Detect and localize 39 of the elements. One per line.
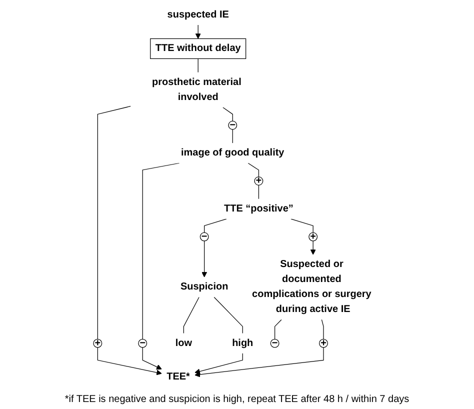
node-text: low [175, 338, 192, 348]
arrow [97, 347, 162, 376]
node-text: high [232, 338, 254, 348]
node-text: Suspicion [180, 282, 228, 292]
node-text: Suspected or documented complications or surgery during active IE [252, 259, 372, 315]
arrow [194, 352, 243, 374]
flowchart: suspected IE TTE without delay prosthetic material involved − + image of good quality + − TTE “positive” + − Suspected or documented complications or surgery during active IE Suspicion low high TEE* − + [0, 0, 474, 392]
arrow [202, 240, 208, 278]
connector [142, 162, 180, 340]
connector [214, 296, 243, 334]
connector [290, 218, 314, 233]
node-circle [254, 176, 264, 186]
node-text: suspected IE [167, 9, 229, 20]
node-circle [319, 338, 328, 348]
node-circle [228, 120, 238, 130]
connector [274, 319, 282, 340]
connector [321, 319, 324, 340]
node-circle [270, 338, 280, 348]
arrow [194, 347, 324, 378]
connector [97, 106, 131, 340]
node-circle [138, 338, 148, 348]
footnote: *if TEE is negative and suspicion is high, repeat TEE after 48 h / within 7 days [64, 393, 410, 407]
connector [248, 162, 260, 178]
node-text: TTE “positive” [224, 203, 294, 214]
node-circle [308, 232, 318, 242]
node-circle [200, 232, 209, 242]
node-text: prosthetic material involved [152, 76, 242, 102]
node-text: image of good quality [181, 148, 284, 158]
arrow [142, 347, 162, 370]
node-circle [93, 338, 102, 348]
connector [204, 218, 227, 233]
arrow [195, 24, 201, 39]
connector [222, 107, 233, 122]
connector [183, 296, 200, 334]
node-box [150, 38, 246, 59]
arrow [310, 240, 316, 255]
connector [232, 129, 233, 144]
connector [258, 184, 260, 200]
node-text: TEE* [166, 371, 190, 382]
